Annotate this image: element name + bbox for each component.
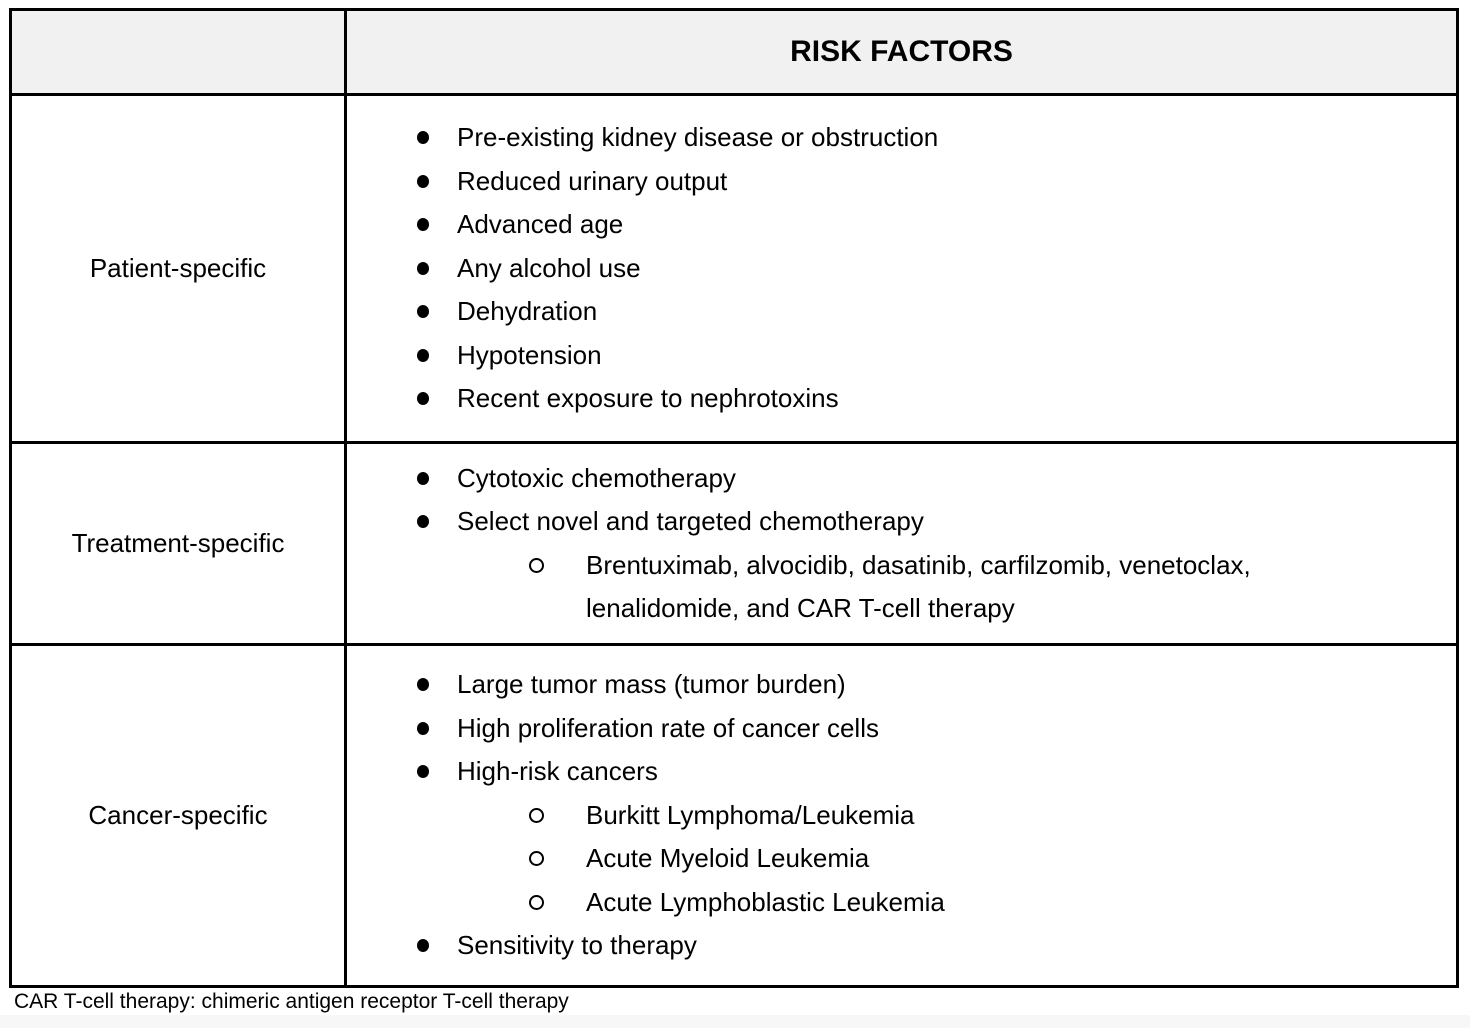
bullet-icon: [417, 515, 429, 528]
bullet-icon: [417, 392, 429, 406]
list-item: Large tumor mass (tumor burden): [347, 663, 1456, 707]
list-item-text: Advanced age: [457, 209, 624, 240]
list-item-text: Sensitivity to therapy: [457, 930, 697, 961]
sub-list-item: Acute Lymphoblastic Leukemia: [347, 881, 1456, 925]
circle-bullet-icon: [529, 894, 544, 910]
list-item-text: Dehydration: [457, 296, 598, 327]
list-item: Pre-existing kidney disease or obstructi…: [347, 116, 1456, 160]
list-item: Any alcohol use: [347, 247, 1456, 291]
list-item-text: High proliferation rate of cancer cells: [457, 712, 879, 743]
circle-bullet-icon: [529, 851, 544, 867]
category-cell-patient-specific: Patient-specific: [12, 96, 347, 444]
list-item-text: Reduced urinary output: [457, 165, 728, 196]
sub-list-item: Brentuximab, alvocidib, dasatinib, carfi…: [347, 544, 1456, 631]
list-item-text: High-risk cancers: [457, 756, 658, 787]
bullet-icon: [417, 305, 429, 319]
bullet-icon: [417, 261, 429, 275]
list-item: High-risk cancers: [347, 750, 1456, 794]
list-item: Dehydration: [347, 290, 1456, 334]
sub-list-item: Acute Myeloid Leukemia: [347, 837, 1456, 881]
bullet-icon: [417, 678, 429, 692]
footnote: CAR T-cell therapy: chimeric antigen rec…: [14, 990, 569, 1013]
list-item: Hypotension: [347, 334, 1456, 378]
sub-list-item: Burkitt Lymphoma/Leukemia: [347, 794, 1456, 838]
risk-cell-cancer-specific: Large tumor mass (tumor burden) High pro…: [347, 646, 1456, 985]
table-title: RISK FACTORS: [790, 35, 1013, 68]
bullet-icon: [417, 131, 429, 145]
list-item-text: Cytotoxic chemotherapy: [457, 462, 736, 493]
header-cell-empty: [12, 11, 347, 96]
bottom-strip: [0, 1015, 1470, 1028]
risk-cell-treatment-specific: Cytotoxic chemotherapy Select novel and …: [347, 444, 1456, 646]
list-item: Cytotoxic chemotherapy: [347, 457, 1456, 501]
bullet-icon: [417, 765, 429, 779]
list-item: Sensitivity to therapy: [347, 924, 1456, 968]
bullet-icon: [417, 174, 429, 188]
sub-list-item-text: Acute Myeloid Leukemia: [586, 843, 870, 874]
bullet-icon: [417, 471, 429, 485]
sub-list-item-text: Brentuximab, alvocidib, dasatinib, carfi…: [586, 549, 1251, 624]
risk-list: Cytotoxic chemotherapy Select novel and …: [347, 457, 1456, 631]
category-cell-treatment-specific: Treatment-specific: [12, 444, 347, 646]
list-item: High proliferation rate of cancer cells: [347, 707, 1456, 751]
sub-list-item-text: Burkitt Lymphoma/Leukemia: [586, 799, 915, 830]
list-item-text: Recent exposure to nephrotoxins: [457, 383, 839, 414]
bullet-icon: [417, 348, 429, 362]
category-label: Treatment-specific: [71, 528, 285, 558]
risk-factors-table: RISK FACTORS Patient-specific Pre-existi…: [9, 8, 1459, 988]
list-item: Reduced urinary output: [347, 160, 1456, 204]
category-cell-cancer-specific: Cancer-specific: [12, 646, 347, 985]
circle-bullet-icon: [529, 557, 544, 573]
bullet-icon: [417, 218, 429, 232]
list-item-text: Large tumor mass (tumor burden): [457, 669, 846, 700]
circle-bullet-icon: [529, 807, 544, 823]
list-item-text: Pre-existing kidney disease or obstructi…: [457, 122, 939, 153]
list-item-text: Hypotension: [457, 339, 602, 370]
list-item-text: Select novel and targeted chemotherapy: [457, 506, 924, 536]
header-cell-title: RISK FACTORS: [347, 11, 1456, 96]
list-item: Select novel and targeted chemotherapy: [347, 500, 1456, 544]
bullet-icon: [417, 939, 429, 953]
category-label: Patient-specific: [89, 253, 267, 283]
risk-cell-patient-specific: Pre-existing kidney disease or obstructi…: [347, 96, 1456, 444]
risk-list: Pre-existing kidney disease or obstructi…: [347, 116, 1456, 421]
category-label: Cancer-specific: [88, 800, 268, 830]
bullet-icon: [417, 721, 429, 735]
risk-list: Large tumor mass (tumor burden) High pro…: [347, 663, 1456, 968]
list-item-text: Any alcohol use: [457, 252, 641, 283]
list-item: Advanced age: [347, 203, 1456, 247]
list-item: Recent exposure to nephrotoxins: [347, 377, 1456, 421]
sub-list-item-text: Acute Lymphoblastic Leukemia: [586, 886, 945, 917]
